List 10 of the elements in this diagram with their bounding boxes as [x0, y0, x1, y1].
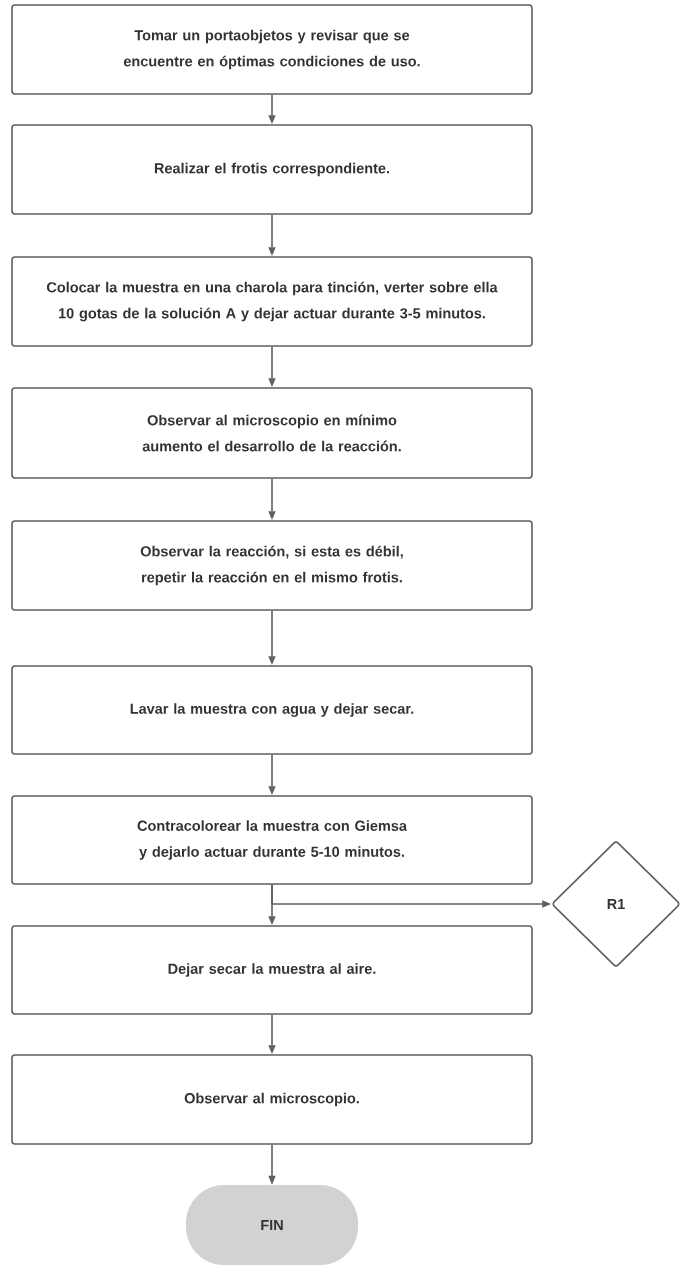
process-box: Realizar el frotis correspondiente. — [11, 124, 533, 215]
process-box: Observar al microscopio en mínimo aumento el desarrollo de la reacción. — [11, 387, 533, 479]
process-box: Contracolorear la muestra con Giemsa y dejarlo actuar durante 5-10 minutos. — [11, 795, 533, 885]
terminal-pill: FIN — [186, 1185, 358, 1265]
process-box: Observar al microscopio. — [11, 1054, 533, 1145]
process-box: Lavar la muestra con agua y dejar secar. — [11, 665, 533, 755]
process-box: Colocar la muestra en una charola para tinción, verter sobre ella 10 gotas de la solución A y dejar actuar durante 3-5 minutos. — [11, 256, 533, 347]
process-box: Tomar un portaobjetos y revisar que se encuentre en óptimas condiciones de uso. — [11, 4, 533, 95]
process-box: Dejar secar la muestra al aire. — [11, 925, 533, 1015]
process-box: Observar la reacción, si esta es débil, repetir la reacción en el mismo frotis. — [11, 520, 533, 611]
